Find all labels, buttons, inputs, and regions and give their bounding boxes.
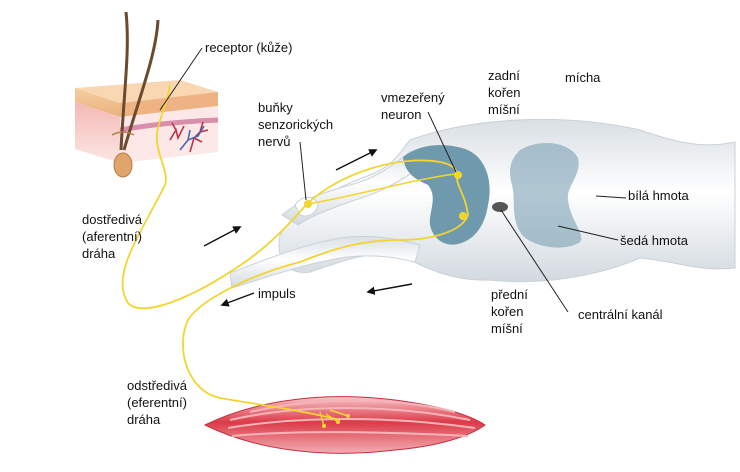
label-interneuron-1: vmezeřený [381, 90, 445, 105]
label-sensory-cells-3: nervů [258, 134, 291, 149]
sensory-cell-body [304, 200, 312, 208]
label-afferent-3: dráha [82, 246, 116, 261]
label-grey-matter: šedá hmota [620, 233, 689, 248]
label-afferent-2: (aferentní) [82, 229, 142, 244]
label-ventral-root-2: kořen [491, 304, 524, 319]
leader-sensory-cells [300, 142, 306, 200]
label-dorsal-root-3: míšní [488, 102, 520, 117]
label-efferent-1: odstředivá [127, 378, 188, 393]
label-dorsal-root-2: kořen [488, 85, 521, 100]
label-dorsal-root-1: zadní [488, 68, 520, 83]
label-efferent-3: dráha [127, 412, 161, 427]
label-central-canal: centrální kanál [578, 307, 663, 322]
skin-illustration [75, 12, 218, 177]
central-canal-dot [492, 202, 508, 212]
label-receptor: receptor (kůže) [205, 40, 292, 55]
label-sensory-cells-2: senzorických [258, 117, 333, 132]
motor-neuron-body [459, 212, 467, 220]
label-sensory-cells-1: buňky [258, 100, 293, 115]
hair-follicle [114, 153, 132, 177]
label-spinal-cord: mícha [565, 70, 601, 85]
interneuron-body [454, 171, 462, 179]
label-ventral-root-3: míšní [491, 321, 523, 336]
label-interneuron-2: neuron [381, 107, 421, 122]
arrow-efferent [222, 293, 254, 305]
arrow-dorsal-root [336, 150, 376, 170]
label-white-matter: bílá hmota [628, 188, 689, 203]
label-afferent-1: dostředivá [82, 212, 143, 227]
label-ventral-root-1: přední [491, 287, 528, 302]
label-efferent-2: (eferentní) [127, 395, 187, 410]
arrow-afferent [204, 227, 240, 246]
label-impulse: impuls [258, 286, 296, 301]
arrow-ventral-root [368, 284, 412, 292]
muscle [205, 397, 485, 454]
